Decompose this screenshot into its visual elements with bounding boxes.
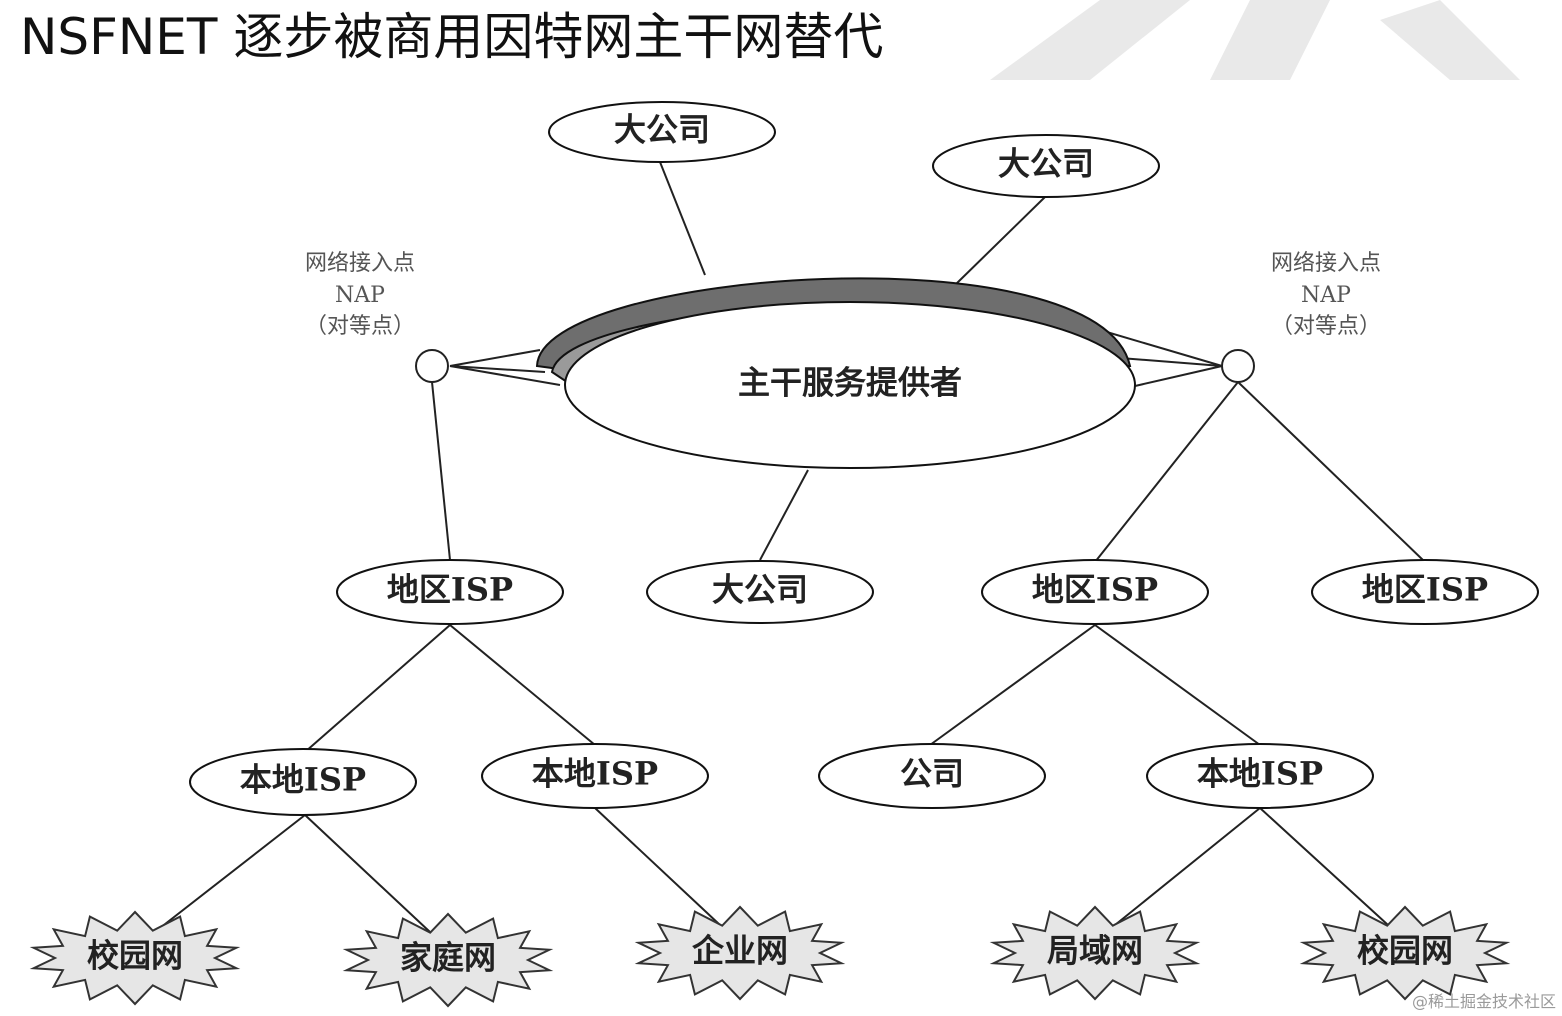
lan-node: 局域网 [989, 905, 1201, 1001]
corp-mid-label: 大公司 [712, 571, 808, 609]
home-net-label: 家庭网 [400, 939, 496, 977]
campus-net-1-label: 校园网 [87, 937, 183, 975]
nap-left: 网络接入点 NAP （对等点） [305, 251, 449, 383]
regional-isp-left-label: 地区ISP [387, 571, 513, 609]
network-star-nodes: 校园网 家庭网 企业网 局域网 校园网 [29, 905, 1511, 1008]
local-isp-1-label: 本地ISP [240, 761, 366, 799]
nap-left-circle [415, 349, 449, 383]
regional-isp-right-label: 地区ISP [1362, 571, 1488, 609]
campus-net-2-node: 校园网 [1299, 905, 1511, 1001]
backbone-provider-node: 主干服务提供者 [535, 277, 1136, 469]
enterprise-net-node: 企业网 [634, 905, 846, 1001]
local-isp-3-node: 本地ISP [1146, 743, 1374, 809]
corp-top2-label: 大公司 [998, 145, 1094, 183]
enterprise-net-star-shape [634, 905, 846, 1001]
local-isp-3-label: 本地ISP [1197, 755, 1323, 793]
campus-net-2-label: 校园网 [1357, 932, 1453, 970]
campus-net-1-star-shape [29, 910, 241, 1006]
nap-right-line2: NAP [1301, 283, 1351, 308]
nap-right: 网络接入点 NAP （对等点） [1221, 251, 1381, 383]
home-net-node: 家庭网 [342, 912, 554, 1008]
nap-left-line3: （对等点） [305, 314, 415, 339]
backbone-ellipse [564, 301, 1136, 469]
company-node: 公司 [818, 743, 1046, 809]
decorative-background-shapes [990, 0, 1520, 80]
local-isp-1-node: 本地ISP [189, 748, 417, 816]
corp-top2-node: 大公司 [932, 134, 1160, 198]
connection-lines [159, 161, 1426, 933]
nap-left-line2: NAP [335, 283, 385, 308]
company-label: 公司 [900, 755, 964, 793]
slide-title: NSFNET 逐步被商用因特网主干网替代 [20, 8, 884, 66]
campus-net-1-node: 校园网 [29, 910, 241, 1006]
regional-isp-mid-node: 地区ISP [981, 559, 1209, 625]
nap-right-line3: （对等点） [1271, 314, 1381, 339]
corp-top1-label: 大公司 [614, 111, 710, 149]
nap-left-line1: 网络接入点 [305, 251, 415, 276]
corp-top1-node: 大公司 [548, 101, 776, 163]
campus-net-2-star-shape [1299, 905, 1511, 1001]
lan-star-shape [989, 905, 1201, 1001]
nap-right-circle [1221, 349, 1255, 383]
home-net-star-shape [342, 912, 554, 1008]
backbone-label: 主干服务提供者 [738, 364, 962, 402]
enterprise-net-label: 企业网 [692, 932, 788, 970]
nap-right-line1: 网络接入点 [1271, 251, 1381, 276]
corp-mid-node: 大公司 [646, 560, 874, 624]
regional-isp-right-node: 地区ISP [1311, 559, 1539, 625]
lan-label: 局域网 [1047, 932, 1143, 970]
regional-isp-mid-label: 地区ISP [1032, 571, 1158, 609]
local-isp-2-node: 本地ISP [481, 743, 709, 809]
regional-isp-left-node: 地区ISP [336, 559, 564, 625]
watermark: @稀土掘金技术社区 [1411, 992, 1556, 1011]
local-isp-2-label: 本地ISP [532, 755, 658, 793]
